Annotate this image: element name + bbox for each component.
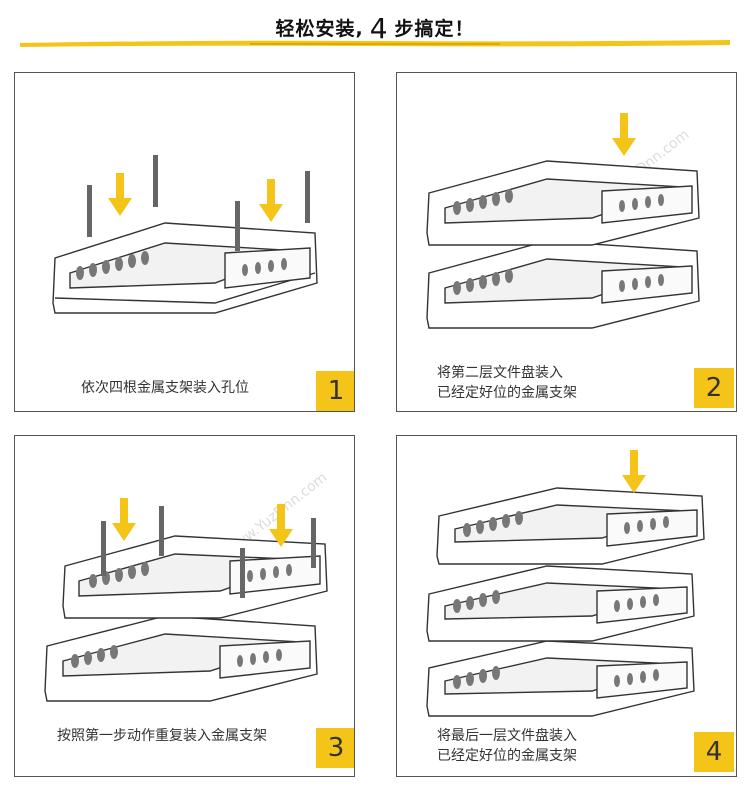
caption-line-1: 按照第一步动作重复装入金属支架 — [57, 728, 267, 744]
tray-illustration — [44, 498, 328, 702]
brush-stroke-decoration — [20, 40, 730, 47]
step-panel-4: 将最后一层文件盘装入 已经定好位的金属支架 4 — [396, 435, 737, 777]
caption-line-1: 将第二层文件盘装入 — [437, 365, 563, 381]
title-number: 4 — [369, 12, 389, 45]
step-number-badge: 3 — [316, 728, 354, 768]
step-number-badge: 1 — [316, 371, 354, 411]
tray-illustration — [426, 113, 700, 329]
step-panel-1: 依次四根金属支架装入孔位 1 — [14, 72, 355, 412]
caption-line-2: 已经定好位的金属支架 — [437, 385, 577, 401]
caption-line-1: 依次四根金属支架装入孔位 — [81, 380, 249, 396]
step-number-badge: 2 — [694, 368, 734, 408]
title-suffix: 步搞定！ — [394, 18, 475, 40]
step-caption: 将第二层文件盘装入 已经定好位的金属支架 — [437, 363, 637, 403]
step-caption: 将最后一层文件盘装入 已经定好位的金属支架 — [437, 726, 637, 766]
tray-illustration — [426, 450, 705, 717]
caption-line-1: 将最后一层文件盘装入 — [437, 728, 577, 744]
caption-line-2: 已经定好位的金属支架 — [437, 748, 577, 764]
step-panel-3: www.YuzDnn.com 按照第一步动作重复装入金属支架 — [14, 435, 355, 777]
tray-illustration — [52, 155, 318, 314]
title-prefix: 轻松安装, — [275, 18, 364, 40]
step-number-badge: 4 — [694, 732, 734, 772]
step-panel-2: www.YuzDnn.com 将第二层文件盘装入 已经定好位的金属支架 2 — [396, 72, 737, 412]
step-caption: 按照第一步动作重复装入金属支架 — [27, 726, 297, 746]
step-caption: 依次四根金属支架装入孔位 — [45, 378, 285, 398]
